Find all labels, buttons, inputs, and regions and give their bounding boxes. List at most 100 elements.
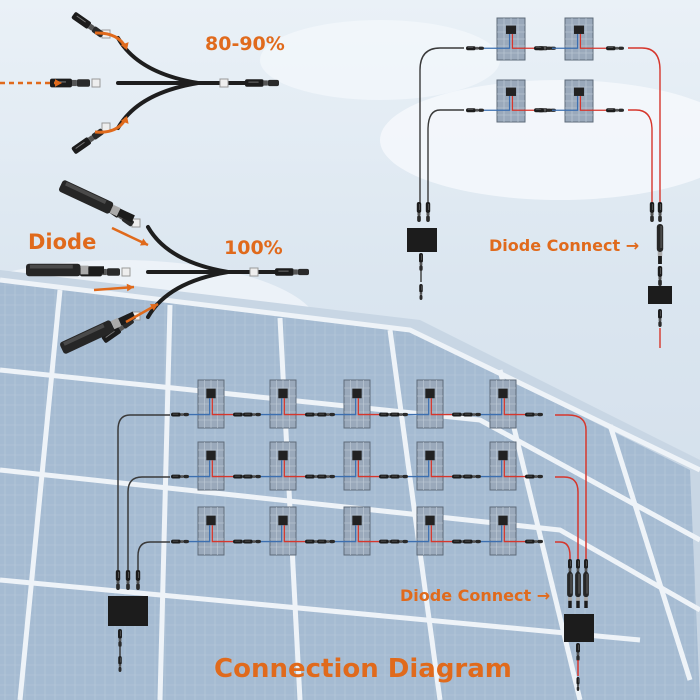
mc4-connector-icon — [425, 202, 431, 222]
diode-fuse-icon — [583, 572, 589, 608]
negative-lead-line — [481, 95, 511, 111]
negative-lead-line — [549, 33, 579, 49]
diode-fuse-icon — [575, 572, 581, 608]
y-branch-connector-icon — [564, 614, 594, 642]
negative-lead-line — [258, 398, 283, 416]
mini-solar-panel-icon — [489, 506, 517, 556]
cable-line — [427, 109, 464, 205]
diode-connect-label-top: Diode Connect → — [489, 236, 640, 255]
mc4-connector-icon — [390, 474, 408, 479]
junction-box-icon — [352, 388, 362, 399]
diode-fuse-icon — [656, 224, 664, 264]
positive-lead-line — [511, 33, 541, 49]
curved-arrow-icon — [94, 116, 129, 134]
junction-box-icon — [498, 450, 508, 461]
dashed-arrow-icon — [0, 79, 62, 87]
mini-solar-panel-icon — [343, 379, 371, 429]
positive-lead-line — [579, 95, 609, 111]
negative-lead-line — [186, 525, 211, 543]
junction-box-icon — [425, 515, 435, 526]
cable-label-icon — [249, 267, 259, 277]
mc4-connector-icon — [657, 202, 663, 222]
cable-line — [555, 414, 587, 560]
junction-box-icon — [505, 87, 517, 96]
mc4-connector-icon — [463, 474, 481, 479]
mini-solar-panel-icon — [269, 506, 297, 556]
junction-box-icon — [206, 388, 216, 399]
negative-lead-line — [332, 398, 357, 416]
mc4-connector-icon — [463, 539, 481, 544]
positive-lead-line — [283, 398, 308, 416]
efficiency-label-bottom: 100% — [224, 237, 283, 259]
arrow-icon — [111, 226, 149, 247]
mc4-connector-icon — [525, 539, 543, 544]
mc4-connector-icon — [71, 12, 104, 38]
mc4-connector-icon — [118, 629, 122, 647]
negative-lead-line — [186, 398, 211, 416]
cable-line — [628, 47, 661, 210]
diode-fuse-icon — [59, 180, 135, 223]
positive-lead-line — [211, 525, 236, 543]
mc4-connector-icon — [245, 79, 279, 87]
mini-solar-panel-icon — [564, 17, 594, 61]
mc4-connector-icon — [466, 108, 484, 113]
junction-box-icon — [352, 515, 362, 526]
mc4-connector-icon — [171, 474, 189, 479]
y-branch-connector-icon — [407, 228, 437, 252]
junction-box-icon — [498, 388, 508, 399]
positive-lead-line — [357, 460, 382, 478]
positive-lead-line — [511, 95, 541, 111]
mc4-connector-icon — [243, 412, 261, 417]
junction-box-icon — [352, 450, 362, 461]
efficiency-label-top: 80-90% — [205, 33, 285, 55]
negative-lead-line — [478, 398, 503, 416]
junction-box-icon — [498, 515, 508, 526]
cable-line — [127, 476, 170, 570]
positive-lead-line — [357, 525, 382, 543]
mini-solar-panel-icon — [489, 379, 517, 429]
mc4-connector-icon — [390, 539, 408, 544]
mc4-connector-icon — [115, 570, 121, 590]
cable-line — [117, 414, 170, 570]
mini-solar-panel-icon — [343, 441, 371, 491]
mc4-connector-icon — [171, 412, 189, 417]
negative-lead-line — [405, 460, 430, 478]
junction-box-icon — [206, 515, 216, 526]
junction-box-icon — [206, 450, 216, 461]
diode-fuse-icon — [567, 572, 573, 608]
negative-lead-line — [478, 460, 503, 478]
diode-fuse-icon — [26, 263, 104, 277]
positive-lead-line — [430, 398, 455, 416]
positive-lead-line — [430, 460, 455, 478]
diode-connect-label-bottom: Diode Connect → — [400, 586, 551, 605]
mini-solar-panel-icon — [197, 441, 225, 491]
arrow-icon — [93, 283, 135, 292]
mc4-connector-icon — [576, 643, 580, 661]
mc4-connector-icon — [135, 570, 141, 590]
junction-box-icon — [278, 450, 288, 461]
mini-solar-panel-icon — [564, 79, 594, 123]
negative-lead-line — [405, 525, 430, 543]
mini-solar-panel-icon — [496, 17, 526, 61]
mini-solar-panel-icon — [197, 379, 225, 429]
negative-lead-line — [258, 525, 283, 543]
mini-solar-panel-icon — [489, 441, 517, 491]
mini-solar-panel-icon — [416, 441, 444, 491]
positive-lead-line — [503, 460, 528, 478]
junction-box-icon — [425, 388, 435, 399]
mini-solar-panel-icon — [496, 79, 526, 123]
negative-lead-line — [186, 460, 211, 478]
cable-line — [628, 109, 653, 210]
mc4-connector-icon — [606, 108, 624, 113]
mc4-connector-icon — [243, 474, 261, 479]
mini-solar-panel-icon — [197, 506, 225, 556]
cable-line — [419, 47, 464, 205]
negative-lead-line — [258, 460, 283, 478]
positive-lead-line — [211, 460, 236, 478]
negative-lead-line — [481, 33, 511, 49]
cable-label-icon — [121, 267, 131, 277]
mini-solar-panel-icon — [269, 379, 297, 429]
diode-fuse-icon — [60, 311, 136, 354]
cable-line — [555, 541, 571, 560]
